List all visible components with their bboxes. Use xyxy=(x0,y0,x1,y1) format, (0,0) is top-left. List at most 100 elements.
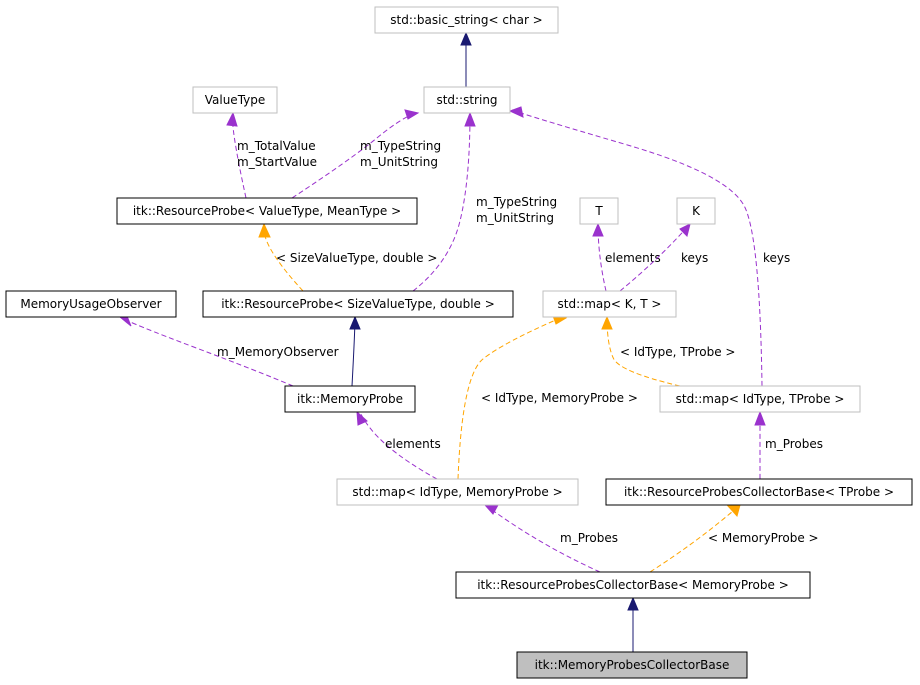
edge-arrowhead xyxy=(356,410,368,426)
node-box xyxy=(455,571,811,599)
edge-label: m_Probes xyxy=(560,531,618,545)
node-label: T xyxy=(594,204,603,218)
edge-label: < MemoryProbe > xyxy=(708,531,819,545)
edge-label: < SizeValueType, double > xyxy=(276,251,437,265)
edge-arrowhead xyxy=(460,31,472,46)
class-node-rpcb-mem[interactable]: itk::ResourceProbesCollectorBase< Memory… xyxy=(455,571,811,599)
edge-arrowhead xyxy=(483,504,499,515)
edge-line xyxy=(597,223,607,292)
edge-line xyxy=(457,318,559,480)
node-label: std::map< K, T > xyxy=(558,297,662,311)
edge-line xyxy=(119,316,294,387)
node-box xyxy=(202,290,514,318)
edge-rpcb-mem-to-rpcb-tprobe: < MemoryProbe > xyxy=(649,504,819,573)
class-node-map-kt[interactable]: std::map< K, T > xyxy=(542,290,677,318)
edges-layer: m_TotalValue m_StartValue m_TypeString m_Un… xyxy=(118,31,823,652)
class-node-t-node[interactable]: T xyxy=(579,197,619,225)
edge-label: m_StartValue xyxy=(237,155,317,169)
node-label: K xyxy=(692,204,701,218)
node-box xyxy=(579,197,619,225)
edge-arrowhead xyxy=(349,315,361,330)
edge-line xyxy=(487,506,601,573)
class-node-resprobe-vm[interactable]: itk::ResourceProbe< ValueType, MeanType … xyxy=(116,197,418,225)
node-label: std::map< IdType, MemoryProbe > xyxy=(352,485,562,499)
node-label: MemoryUsageObserver xyxy=(20,297,161,311)
class-node-rpcb-tprobe[interactable]: itk::ResourceProbesCollectorBase< TProbe… xyxy=(605,478,913,506)
edge-line xyxy=(359,411,438,480)
node-box xyxy=(374,6,559,34)
node-box xyxy=(659,385,861,413)
node-box xyxy=(516,651,748,679)
node-box xyxy=(284,385,416,413)
edge-label: m_UnitString xyxy=(476,211,554,225)
class-node-mpcb[interactable]: itk::MemoryProbesCollectorBase xyxy=(516,651,748,679)
edge-label: elements xyxy=(385,437,441,451)
class-node-std-string[interactable]: std::string xyxy=(423,86,511,114)
class-node-memory-probe[interactable]: itk::MemoryProbe xyxy=(284,385,416,413)
edge-arrowhead xyxy=(404,109,420,120)
class-node-basic-string[interactable]: std::basic_string< char > xyxy=(374,6,559,34)
edge-label: m_TotalValue xyxy=(237,139,316,153)
node-label: itk::MemoryProbe xyxy=(297,392,403,406)
edge-label: keys xyxy=(763,251,790,265)
edge-arrowhead xyxy=(601,315,613,330)
class-node-resprobe-sv[interactable]: itk::ResourceProbe< SizeValueType, doubl… xyxy=(202,290,514,318)
edge-arrowhead xyxy=(679,223,691,237)
edge-map-kt-to-t-node: elements xyxy=(592,222,661,292)
class-node-map-idmem[interactable]: std::map< IdType, MemoryProbe > xyxy=(336,478,579,506)
class-node-map-idtprobe[interactable]: std::map< IdType, TProbe > xyxy=(659,385,861,413)
edge-line xyxy=(649,504,741,573)
node-box xyxy=(5,290,177,318)
edge-line xyxy=(264,235,304,292)
edge-arrowhead xyxy=(592,222,604,237)
edge-memory-probe-to-resprobe-sv xyxy=(349,315,361,387)
node-box xyxy=(676,197,716,225)
edge-arrowhead xyxy=(226,111,238,127)
edge-std-string-to-basic-string xyxy=(460,31,472,87)
edge-arrowhead xyxy=(258,222,271,238)
node-box xyxy=(542,290,677,318)
edge-line xyxy=(619,223,691,292)
edge-rpcb-mem-to-map-idmem: m_Probes xyxy=(483,504,618,573)
node-box xyxy=(192,86,278,114)
node-box xyxy=(116,197,418,225)
edge-resprobe-sv-to-resprobe-vm: < SizeValueType, double > xyxy=(258,222,437,292)
node-label: itk::ResourceProbe< SizeValueType, doubl… xyxy=(221,297,495,311)
edge-label: m_MemoryObserver xyxy=(217,345,339,359)
node-label: std::basic_string< char > xyxy=(390,13,543,27)
edge-label: keys xyxy=(681,251,708,265)
edge-memory-probe-to-mem-usage-obs: m_MemoryObserver xyxy=(118,315,339,387)
edge-line xyxy=(511,109,763,387)
node-label: itk::ResourceProbesCollectorBase< TProbe… xyxy=(624,485,894,499)
node-box xyxy=(605,478,913,506)
edge-label: m_UnitString xyxy=(360,155,438,169)
edge-label: m_TypeString xyxy=(476,195,557,209)
node-label: std::map< IdType, TProbe > xyxy=(676,392,845,406)
edge-arrowhead xyxy=(754,410,766,426)
edge-arrowhead xyxy=(464,111,476,127)
edge-map-idtprobe-to-std-string: keys xyxy=(508,106,790,387)
edge-map-idmem-to-map-kt: < IdType, MemoryProbe > xyxy=(457,312,638,480)
class-node-mem-usage-obs[interactable]: MemoryUsageObserver xyxy=(5,290,177,318)
edge-map-kt-to-k-node: keys xyxy=(619,223,708,292)
node-label: itk::ResourceProbe< ValueType, MeanType … xyxy=(133,204,401,218)
nodes-layer: std::basic_string< char >std::string Valu… xyxy=(5,6,913,679)
edge-arrowhead xyxy=(627,596,639,611)
node-label: itk::MemoryProbesCollectorBase xyxy=(535,658,730,672)
edge-map-idmem-to-memory-probe: elements xyxy=(356,410,441,480)
edge-rpcb-tprobe-to-map-idtprobe: m_Probes xyxy=(754,410,823,480)
class-node-value-type[interactable]: ValueType xyxy=(192,86,278,114)
edge-resprobe-vm-to-std-string: m_TypeString m_UnitString xyxy=(291,109,441,199)
edge-label: elements xyxy=(605,251,661,265)
node-box xyxy=(336,478,579,506)
edge-resprobe-vm-to-value-type: m_TotalValue m_StartValue xyxy=(226,111,317,199)
edge-line xyxy=(606,316,681,387)
edge-label: m_TypeString xyxy=(360,139,441,153)
class-node-k-node[interactable]: K xyxy=(676,197,716,225)
edge-line xyxy=(412,112,471,292)
edge-label: m_Probes xyxy=(765,437,823,451)
edge-arrowhead xyxy=(508,106,524,118)
edge-mpcb-to-rpcb-mem xyxy=(627,596,639,652)
node-box xyxy=(423,86,511,114)
